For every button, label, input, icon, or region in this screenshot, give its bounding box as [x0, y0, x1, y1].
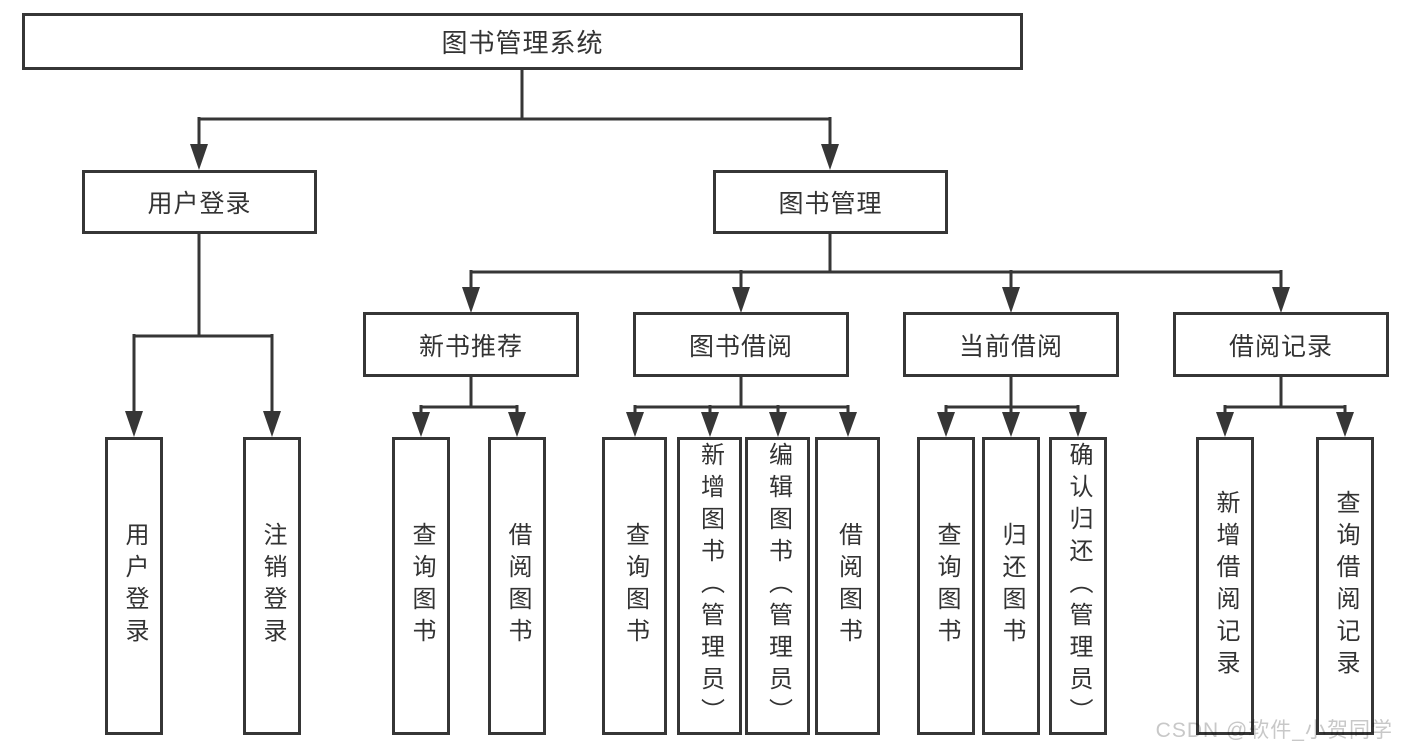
leaf-cb-confirm-return-admin: 确认归还（管理员） — [1049, 437, 1107, 735]
leaf-br-query-record: 查询借阅记录 — [1316, 437, 1374, 735]
leaf-br-add-record: 新增借阅记录 — [1196, 437, 1254, 735]
node-book-borrowing: 图书借阅 — [633, 312, 849, 377]
leaf-nbr-borrow-books: 借阅图书 — [488, 437, 546, 735]
node-current-borrowing: 当前借阅 — [903, 312, 1119, 377]
leaf-bb-borrow-books: 借阅图书 — [815, 437, 880, 735]
node-book-management: 图书管理 — [713, 170, 948, 234]
leaf-cb-query-books: 查询图书 — [917, 437, 975, 735]
leaf-bb-edit-books-admin: 编辑图书（管理员） — [745, 437, 810, 735]
leaf-bb-query-books: 查询图书 — [602, 437, 667, 735]
node-new-book-recommend: 新书推荐 — [363, 312, 579, 377]
csdn-watermark: CSDN @软件_小贺同学 — [1155, 719, 1393, 742]
node-library-management-system: 图书管理系统 — [22, 13, 1023, 70]
leaf-logout-login: 注销登录 — [243, 437, 301, 735]
node-user-login: 用户登录 — [82, 170, 317, 234]
node-borrowing-records: 借阅记录 — [1173, 312, 1389, 377]
leaf-nbr-query-books: 查询图书 — [392, 437, 450, 735]
leaf-user-login: 用户登录 — [105, 437, 163, 735]
leaf-cb-return-books: 归还图书 — [982, 437, 1040, 735]
leaf-bb-add-books-admin: 新增图书（管理员） — [677, 437, 742, 735]
